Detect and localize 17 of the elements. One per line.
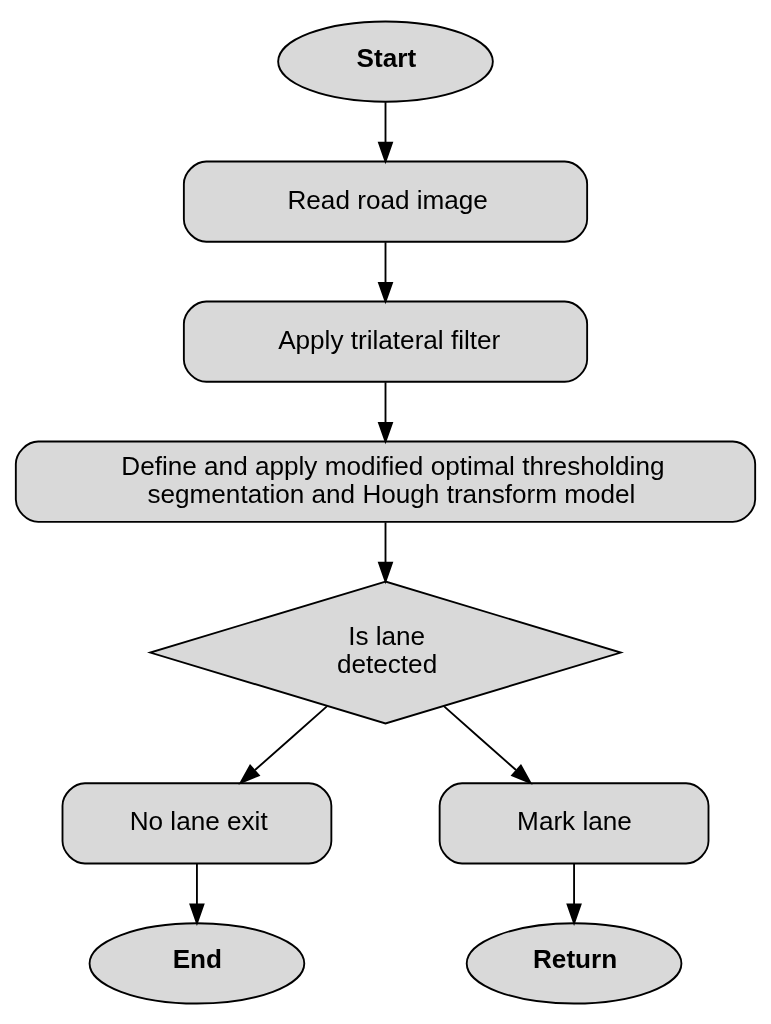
node-box: Apply trilateral filter <box>182 300 589 383</box>
arrow <box>377 100 394 164</box>
node-box: No lane exit <box>61 781 333 864</box>
arrow <box>238 704 328 785</box>
node-ellipse: End <box>88 921 306 1004</box>
arrow <box>566 862 582 926</box>
node-ellipse: Start <box>277 20 494 103</box>
node-ellipse: Return <box>465 921 683 1004</box>
arrow <box>377 240 394 304</box>
arrow <box>377 520 394 584</box>
node-box: Define and apply modified optimal thresholding segmentation and Hough transform model <box>14 440 757 523</box>
node-diamond: Is lane detected <box>147 580 624 724</box>
node-box: Read road image <box>182 160 589 243</box>
arrow <box>189 862 205 926</box>
node-box: Mark lane <box>438 781 710 864</box>
arrow <box>443 704 533 785</box>
arrow <box>377 380 394 444</box>
